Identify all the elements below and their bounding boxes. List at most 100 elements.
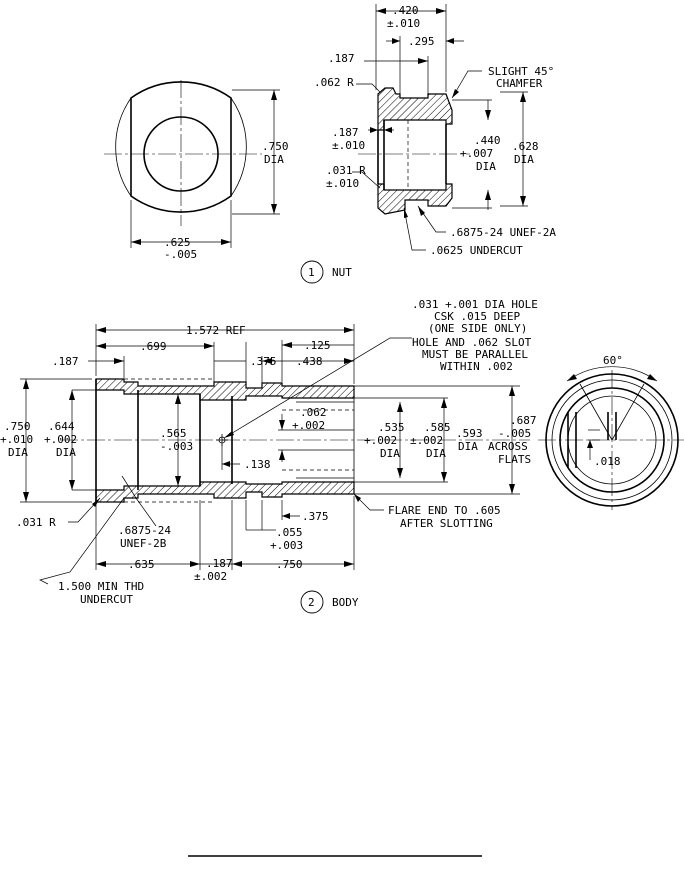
- body-d055-tol: +.003: [270, 539, 303, 552]
- body-d565: .565: [160, 427, 187, 440]
- body-d585-tol: ±.002: [410, 434, 443, 447]
- nut-label: NUT: [332, 266, 352, 279]
- body-note-5: MUST BE PARALLEL: [422, 348, 528, 361]
- body-d635: .635: [128, 558, 155, 571]
- body-d138: .138: [244, 458, 271, 471]
- nut-d187: .187: [328, 52, 355, 65]
- body-label-num: 2: [308, 596, 315, 609]
- body-d055: .055: [276, 526, 303, 539]
- body-dim-bottom: .635 .187 ±.002 .750: [95, 496, 355, 583]
- nut-dim-420: .420 ±.010: [375, 4, 447, 92]
- nut-chamfer-2: CHAMFER: [496, 77, 543, 90]
- body-d644-tol: +.002: [44, 433, 77, 446]
- body-dim-187: .187: [52, 355, 125, 378]
- nut-chamfer-1: SLIGHT 45°: [488, 65, 554, 78]
- body-d585: .585: [424, 421, 451, 434]
- body-note-1: .031 +.001 DIA HOLE: [412, 298, 538, 311]
- body-dim-644: .644 +.002 DIA: [44, 389, 96, 491]
- nut-d750: .750: [262, 140, 289, 153]
- nut-leader-r062: .062 R: [314, 76, 381, 93]
- nut-thread: .6875-24 UNEF-2A: [450, 226, 556, 239]
- nut-leader-thread: .6875-24 UNEF-2A: [417, 205, 556, 239]
- body-undercut-2: UNDERCUT: [80, 593, 133, 606]
- body-dim-125: .125: [281, 339, 354, 382]
- body-ref: 1.572 REF: [186, 324, 246, 337]
- nut-r031: .031 R: [326, 164, 366, 177]
- body-d585-dia: DIA: [426, 447, 446, 460]
- body-thread-2: UNEF-2B: [120, 537, 167, 550]
- body-end-dim-018: .018: [587, 429, 621, 468]
- body-d750-dia: DIA: [8, 446, 28, 459]
- body-d535-tol: +.002: [364, 434, 397, 447]
- body-section-view: [60, 378, 530, 503]
- nut-dim-187: .187: [328, 52, 429, 94]
- body-across: ACROSS: [488, 440, 528, 453]
- nut-leader-undercut: .0625 UNDERCUT: [403, 207, 523, 257]
- nut-title: 1 NUT: [300, 260, 352, 284]
- nut-d440: .440: [474, 134, 501, 147]
- nut-dim-440: .440 +.007 DIA: [452, 99, 501, 210]
- body-d018: .018: [594, 455, 621, 468]
- body-d125: .125: [304, 339, 331, 352]
- body-undercut-1: 1.500 MIN THD: [58, 580, 144, 593]
- nut-d187b: .187: [332, 126, 359, 139]
- body-note-2: CSK .015 DEEP: [434, 310, 520, 323]
- body-d750: .750: [4, 420, 31, 433]
- body-dim-138: .138: [221, 444, 271, 471]
- body-title: 2 BODY: [300, 590, 359, 614]
- body-d535-dia: DIA: [380, 447, 400, 460]
- body-leader-undercut: 1.500 MIN THD UNDERCUT: [39, 497, 144, 606]
- body-end-dim-angle: 60°: [566, 354, 658, 382]
- nut-leader-r031: .031 R ±.010: [326, 164, 381, 190]
- body-dim-750: .750 +.010 DIA: [0, 378, 92, 503]
- body-d750b: .750: [276, 558, 303, 571]
- nut-d187b-tol: ±.010: [332, 139, 365, 152]
- nut-dim-187b: .187 ±.010: [332, 126, 394, 152]
- body-d644-dia: DIA: [56, 446, 76, 459]
- body-r031: .031 R: [16, 516, 56, 529]
- body-d687-tol: -.005: [498, 427, 531, 440]
- nut-undercut: .0625 UNDERCUT: [430, 244, 523, 257]
- body-d535: .535: [378, 421, 405, 434]
- body-dim-593: .593 DIA ACROSS FLATS .687 -.005: [354, 385, 537, 495]
- body-d644: .644: [48, 420, 75, 433]
- body-dim-ref: 1.572 REF: [95, 324, 355, 384]
- body-leader-note: .031 +.001 DIA HOLE CSK .015 DEEP (ONE S…: [223, 298, 538, 439]
- nut-dim-628: .628 DIA: [500, 91, 539, 207]
- body-dim-535: .535 +.002 DIA: [364, 402, 405, 478]
- body-leader-r031: .031 R: [16, 497, 101, 529]
- body-thread-1: .6875-24: [118, 524, 171, 537]
- body-label: BODY: [332, 596, 359, 609]
- body-dim-375b: .375: [231, 500, 329, 530]
- body-flare-1: FLARE END TO .605: [388, 504, 501, 517]
- nut-r031-tol: ±.010: [326, 177, 359, 190]
- nut-d628: .628: [512, 140, 539, 153]
- nut-leader-chamfer: SLIGHT 45° CHAMFER: [451, 65, 554, 99]
- body-dim-062: .062 +.002: [278, 406, 354, 462]
- nut-d440-dia: DIA: [476, 160, 496, 173]
- body-d375b: .375: [302, 510, 329, 523]
- body-note-3: (ONE SIDE ONLY): [428, 322, 527, 335]
- body-d565-tol: -.003: [160, 440, 193, 453]
- body-dim-585: .585 ±.002 DIA: [354, 397, 451, 483]
- body-d593-dia: DIA: [458, 440, 478, 453]
- nut-r062: .062 R: [314, 76, 354, 89]
- nut-section-view: [358, 87, 470, 215]
- nut-d295: .295: [408, 35, 435, 48]
- body-d593: .593: [456, 427, 483, 440]
- body-d187b-tol: ±.002: [194, 570, 227, 583]
- nut-d750-dia: DIA: [264, 153, 284, 166]
- nut-d625: .625: [164, 236, 191, 249]
- nut-d440-tol: +.007: [460, 147, 493, 160]
- body-dim-438: .438: [261, 355, 354, 386]
- body-angle: 60°: [603, 354, 623, 367]
- body-d187: .187: [52, 355, 79, 368]
- nut-d625-tol: -.005: [164, 248, 197, 261]
- body-leader-flare: FLARE END TO .605 AFTER SLOTTING: [353, 493, 501, 530]
- body-d062-tol: +.002: [292, 419, 325, 432]
- nut-width-top: .420: [392, 4, 419, 17]
- nut-dim-295: .295: [386, 35, 464, 94]
- nut-width-top-tol: ±.010: [387, 17, 420, 30]
- nut-dim-750: .750 DIA: [232, 89, 289, 215]
- body-note-6: WITHIN .002: [440, 360, 513, 373]
